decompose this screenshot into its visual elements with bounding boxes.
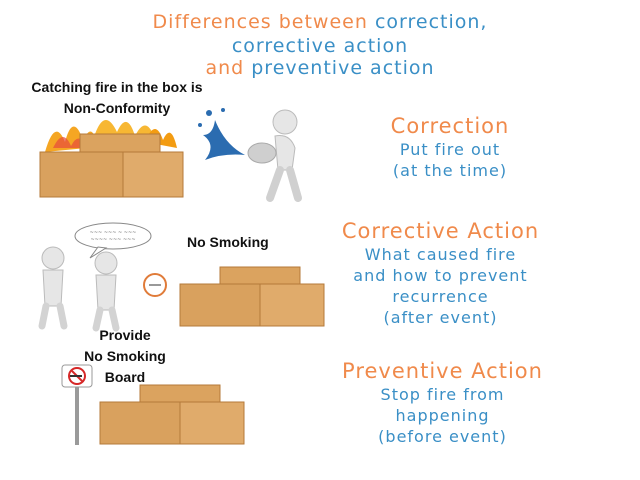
title-line-3: and preventive action: [0, 56, 640, 80]
provide-note-line: No Smoking: [84, 348, 166, 364]
fire-note-line: Catching fire in the box is: [31, 79, 203, 95]
boxes-illustration: [179, 266, 325, 327]
preventive-line: Stop fire from: [380, 385, 505, 404]
svg-text:~~~ ~~~ ~ ~~~: ~~~ ~~~ ~ ~~~: [90, 230, 137, 236]
corrective-line: and how to prevent: [353, 266, 528, 285]
fire-note-line: Non-Conformity: [63, 100, 171, 116]
corrective-line: (after event): [383, 308, 498, 327]
title-text: preventive action: [251, 57, 435, 79]
preventive-line: (before event): [378, 427, 507, 446]
title-line-1: Differences between correction,: [0, 10, 640, 34]
corrective-action-text: What caused fire and how to prevent recu…: [298, 244, 583, 328]
correction-heading: Correction: [390, 114, 510, 138]
preventive-action-text: Stop fire from happening (before event): [300, 384, 585, 447]
firefighter-figure: [247, 109, 302, 202]
no-smoking-sign-icon: [61, 364, 93, 445]
title-line-2: corrective action: [231, 35, 409, 57]
provide-note-line: Board: [104, 369, 146, 385]
fire-note: Catching fire in the box is Non-Conformi…: [22, 77, 212, 119]
correction-text: Put fire out (at the time): [340, 139, 560, 181]
correction-line: (at the time): [392, 161, 508, 180]
boxes-illustration: [99, 384, 245, 445]
preventive-action-heading: Preventive Action: [342, 359, 543, 383]
corrective-line: recurrence: [392, 287, 489, 306]
corrective-line: What caused fire: [364, 245, 517, 264]
burning-boxes-illustration: [39, 119, 184, 198]
boxes: [39, 133, 184, 198]
provide-board-note: Provide No Smoking Board: [80, 325, 170, 388]
title-text: Differences between: [152, 11, 368, 33]
corrective-action-heading: Corrective Action: [341, 219, 540, 243]
people-talking-illustration: ~~~ ~~~ ~ ~~~ ~~~~ ~~~ ~~~: [38, 222, 167, 332]
preventive-line: happening: [395, 406, 490, 425]
water-splash-icon: [198, 108, 245, 160]
title-text: correction,: [374, 11, 488, 33]
provide-note-line: Provide: [99, 327, 151, 343]
no-smoking-note: No Smoking: [187, 234, 269, 250]
title-text: and: [205, 57, 245, 79]
correction-line: Put fire out: [399, 140, 501, 159]
svg-text:~~~~ ~~~ ~~~: ~~~~ ~~~ ~~~: [90, 237, 135, 243]
